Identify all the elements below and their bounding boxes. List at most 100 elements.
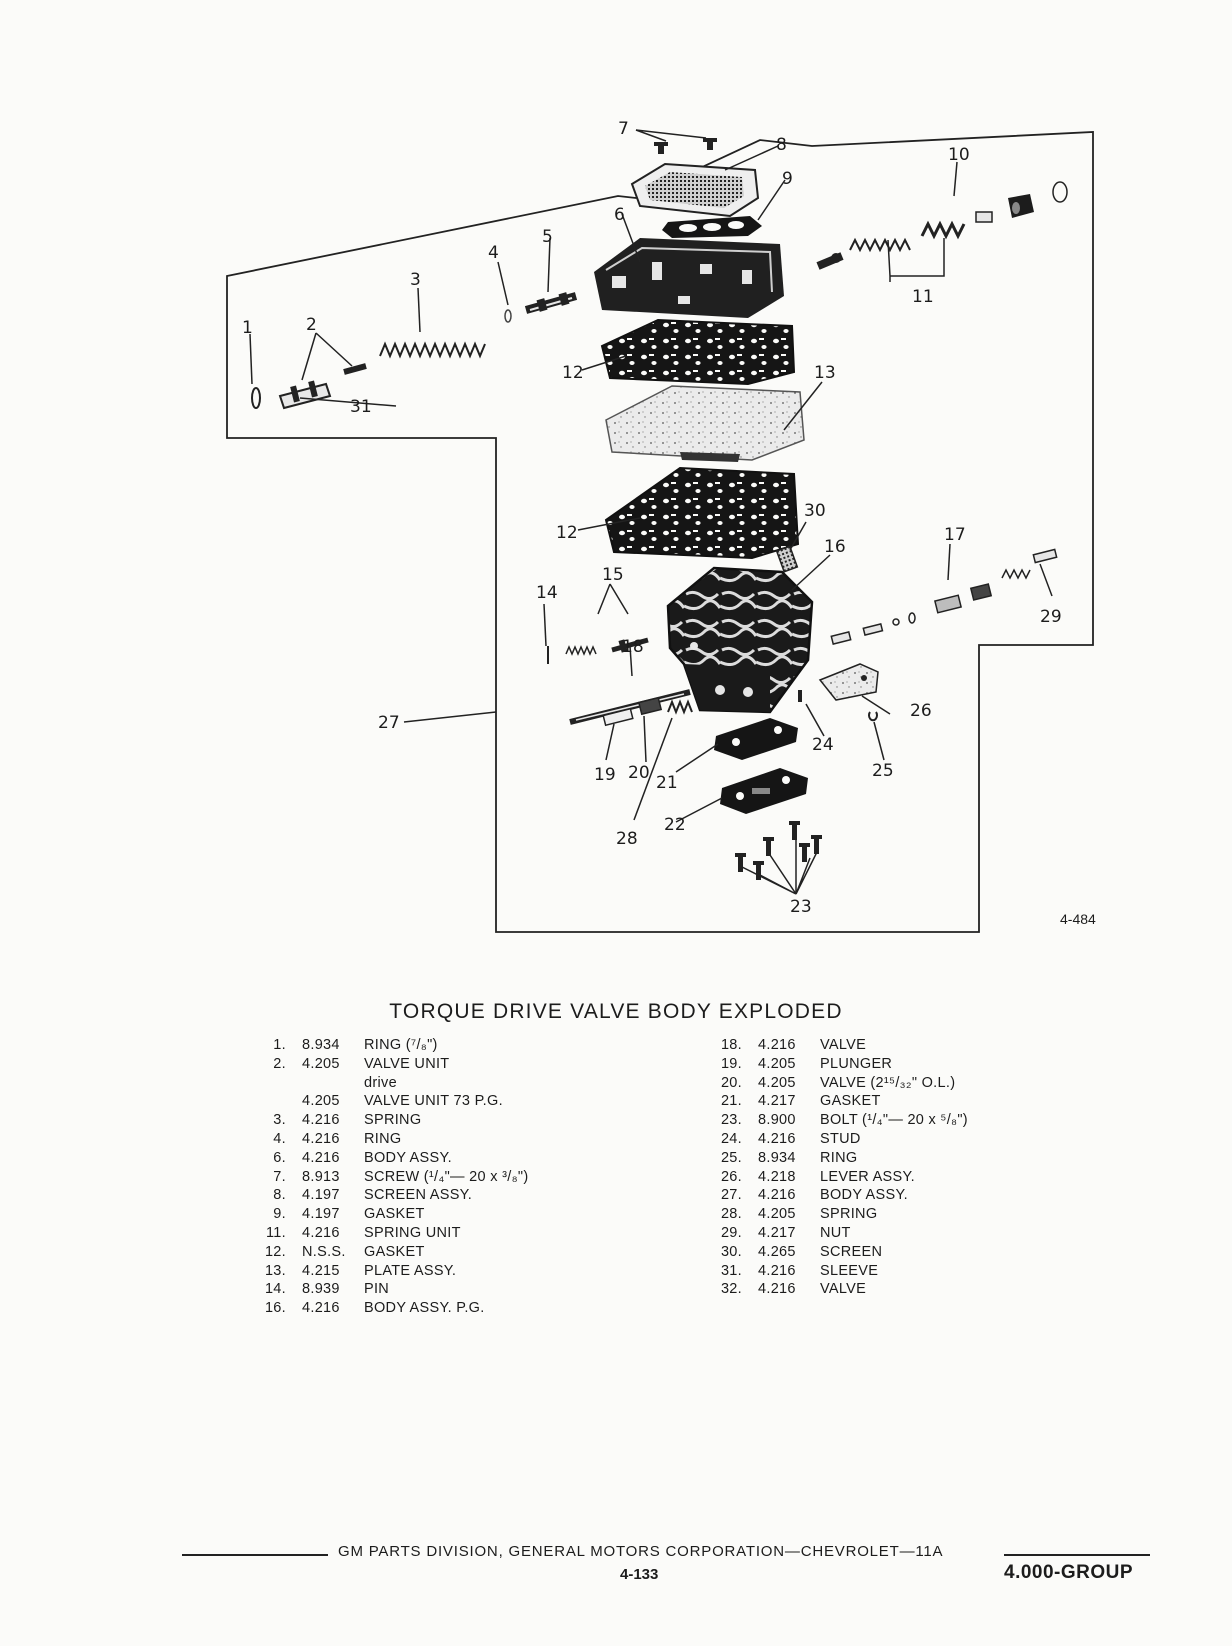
group-label: 4.000-GROUP bbox=[1004, 1562, 1134, 1583]
part-code: 4.205 bbox=[758, 1055, 796, 1072]
part-number: 28. bbox=[720, 1206, 742, 1223]
part-number: 8. bbox=[273, 1187, 286, 1204]
footer-rule-right bbox=[1004, 1554, 1150, 1556]
part-code: 4.216 bbox=[302, 1112, 340, 1129]
part-description: PIN bbox=[364, 1281, 390, 1298]
part-description: GASKET bbox=[364, 1206, 425, 1223]
part-code: 4.205 bbox=[302, 1055, 340, 1072]
ring-part-4 bbox=[504, 309, 512, 323]
part-code: 8.939 bbox=[302, 1281, 340, 1298]
part-code: 4.216 bbox=[302, 1300, 340, 1317]
exploded-diagram: 7 8 9 10 11 6 5 4 3 2 1 31 12 13 12 30 1… bbox=[226, 119, 1096, 933]
part-description: SCREEN bbox=[820, 1243, 883, 1260]
part-description: BODY ASSY. bbox=[820, 1187, 908, 1204]
part-description: VALVE (2¹⁵/₃₂" O.L.) bbox=[820, 1074, 956, 1091]
part-description: PLUNGER bbox=[820, 1055, 893, 1072]
spring-part-3 bbox=[379, 341, 486, 359]
valve-unit-part-2 bbox=[278, 363, 367, 410]
part-number: 11. bbox=[266, 1224, 286, 1241]
part-description: RING (⁷/₈") bbox=[364, 1037, 438, 1053]
part-number: 29. bbox=[720, 1224, 742, 1241]
valve-part-5 bbox=[524, 292, 578, 314]
part-description: RING bbox=[364, 1130, 402, 1147]
part-number: 21. bbox=[720, 1093, 742, 1110]
callout-28: 28 bbox=[616, 829, 638, 849]
part-number: 14. bbox=[264, 1281, 286, 1298]
page-number: 4-133 bbox=[620, 1566, 659, 1583]
part-number: 24. bbox=[720, 1130, 742, 1147]
callout-25: 25 bbox=[872, 761, 894, 781]
parts-list-row: 14. 8.939 PIN bbox=[256, 1280, 636, 1299]
callout-11: 11 bbox=[912, 287, 934, 307]
valve-body-part-16 bbox=[666, 566, 814, 714]
part-code: 8.900 bbox=[758, 1112, 796, 1129]
part-description: BODY ASSY. P.G. bbox=[364, 1300, 485, 1317]
part-description: BOLT (¹/₄"— 20 x ⁵/₈") bbox=[820, 1112, 968, 1129]
callout-10: 10 bbox=[948, 145, 970, 165]
part-code: 4.215 bbox=[302, 1262, 340, 1279]
callout-4: 4 bbox=[488, 243, 499, 263]
callout-31: 31 bbox=[350, 397, 372, 417]
part-description: SCREEN ASSY. bbox=[364, 1187, 473, 1204]
gasket-part-22 bbox=[720, 768, 808, 814]
part-number: 6. bbox=[273, 1149, 286, 1166]
callout-3: 3 bbox=[410, 270, 421, 290]
part-number: 4. bbox=[273, 1130, 286, 1147]
part-code: 8.934 bbox=[758, 1149, 796, 1166]
part-number: 7. bbox=[273, 1168, 286, 1185]
callout-29: 29 bbox=[1040, 607, 1062, 627]
screen-part-30 bbox=[775, 545, 799, 573]
part-number: 9. bbox=[273, 1206, 286, 1223]
callout-27: 27 bbox=[378, 713, 400, 733]
bolts-part-23 bbox=[735, 821, 822, 880]
callout-labels: 7 8 9 10 11 6 5 4 3 2 1 31 12 13 12 30 1… bbox=[242, 119, 1096, 927]
diagram-outline bbox=[226, 131, 1094, 933]
stud-part-24 bbox=[798, 690, 802, 702]
part-description: RING bbox=[820, 1149, 858, 1166]
gasket-part-9 bbox=[662, 216, 762, 238]
leader-lines bbox=[249, 129, 1053, 895]
part-description: SPRING UNIT bbox=[364, 1224, 461, 1241]
part-description: LEVER ASSY. bbox=[820, 1168, 915, 1185]
part-number: 13. bbox=[264, 1262, 286, 1279]
callout-6: 6 bbox=[614, 205, 625, 225]
callout-14: 14 bbox=[536, 583, 558, 603]
part-code: 4.217 bbox=[758, 1224, 796, 1241]
part-number: 27. bbox=[720, 1187, 742, 1204]
callout-24: 24 bbox=[812, 735, 834, 755]
part-code: 4.205 bbox=[302, 1093, 340, 1110]
callout-13: 13 bbox=[814, 363, 836, 383]
plunger-part-19 bbox=[569, 689, 691, 727]
part-number: 18. bbox=[720, 1037, 742, 1053]
parts-list-row: drive bbox=[256, 1074, 636, 1093]
part-code: 4.218 bbox=[758, 1168, 796, 1185]
lever-part-26 bbox=[818, 663, 879, 701]
callout-12-lower: 12 bbox=[556, 523, 578, 543]
spring-part-15 bbox=[565, 645, 597, 656]
callout-18: 18 bbox=[622, 637, 644, 657]
part-number: 1. bbox=[273, 1037, 286, 1053]
part-number: 31. bbox=[720, 1262, 742, 1279]
part-number: 3. bbox=[273, 1112, 286, 1129]
part-number: 20. bbox=[720, 1074, 742, 1091]
